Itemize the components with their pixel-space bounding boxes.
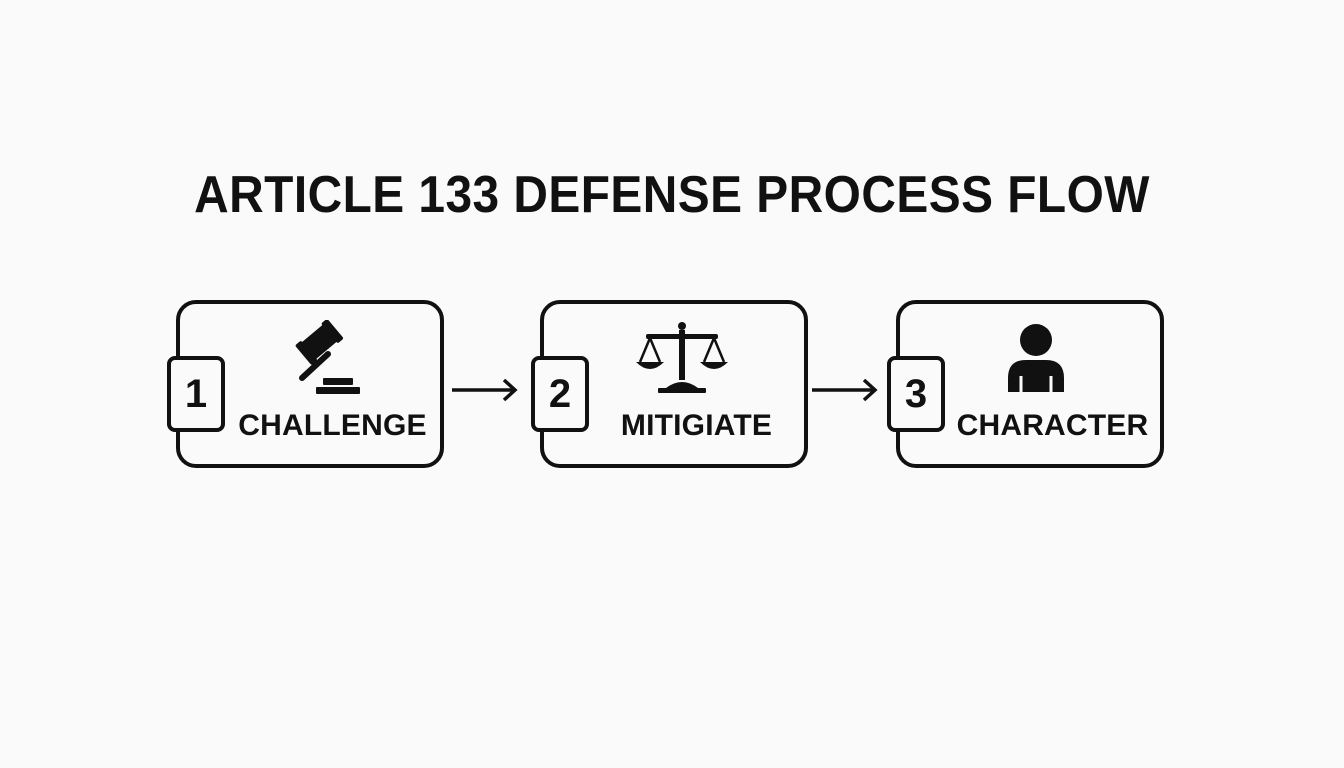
arrow-right-icon <box>812 378 878 402</box>
person-icon <box>1004 320 1068 401</box>
step-1-box: 1 CHALLENGE <box>167 300 444 468</box>
diagram-title: ARTICLE 133 DEFENSE PROCESS FLOW <box>194 166 1150 224</box>
step-2-label: MITIGIATE <box>620 409 773 442</box>
step-1-label: CHALLENGE <box>238 409 427 442</box>
step-1-number: 1 <box>167 356 225 432</box>
step-2-box: 2 MITIGIATE <box>531 300 808 468</box>
step-3-number: 3 <box>887 356 945 432</box>
step-3-box: 3 CHARACTER <box>887 300 1164 468</box>
gavel-icon <box>290 319 370 401</box>
step-2-number: 2 <box>531 356 589 432</box>
scales-icon <box>634 320 730 401</box>
arrow-right-icon <box>452 378 518 402</box>
step-3-label: CHARACTER <box>956 409 1149 442</box>
